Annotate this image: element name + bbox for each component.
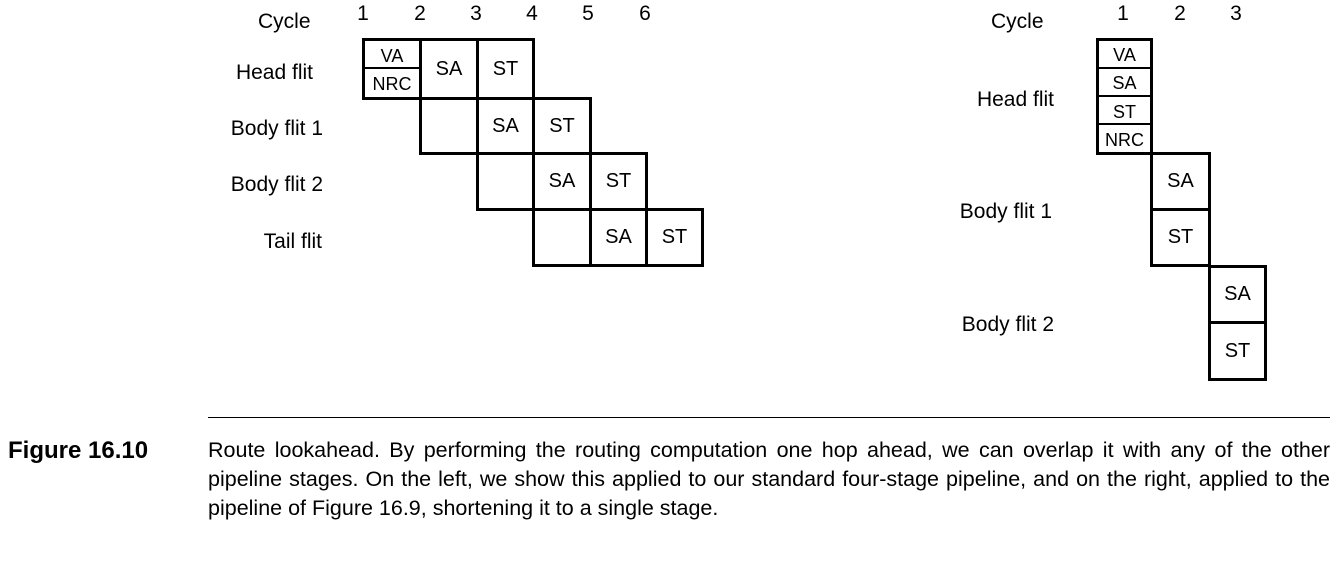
right-head-nrc: NRC (1105, 130, 1144, 150)
right-row-label-body1: Body flit 1 (959, 200, 1052, 223)
left-row-label-head: Head flit (235, 61, 313, 84)
right-head-stack (1096, 38, 1153, 155)
right-cycle-label: Cycle (991, 10, 1044, 33)
right-cycle-1: 1 (1117, 2, 1129, 25)
left-head-nrc: NRC (372, 74, 412, 94)
left-cycle-5: 5 (582, 2, 594, 25)
left-tail-st: ST (645, 208, 704, 267)
right-head-sa: SA (1112, 73, 1137, 93)
right-body1-sa: SA (1150, 152, 1211, 211)
right-body2-sa: SA (1208, 265, 1267, 324)
left-cycle-2: 2 (414, 2, 426, 25)
left-body1-st: ST (532, 97, 592, 155)
caption-rule (208, 417, 1330, 418)
left-body2-sa: SA (532, 152, 592, 211)
right-body1-st: ST (1150, 208, 1211, 267)
right-head-divider-2 (1099, 95, 1150, 97)
left-cycle-1: 1 (357, 2, 369, 25)
right-row-label-body2: Body flit 2 (961, 313, 1054, 336)
left-head-va: VA (380, 46, 404, 66)
left-body2-st: ST (589, 152, 648, 211)
left-head-st: ST (476, 38, 535, 100)
left-row-label-body1: Body flit 1 (230, 117, 323, 140)
left-head-sa: SA (419, 38, 479, 100)
left-head-split-divider (365, 67, 419, 69)
left-tail-sa: SA (589, 208, 648, 267)
right-head-divider-1 (1099, 67, 1150, 69)
left-cycle-4: 4 (526, 2, 538, 25)
left-tail-idle (532, 208, 592, 267)
left-body2-idle (476, 152, 535, 211)
right-cycle-2: 2 (1174, 2, 1186, 25)
right-head-divider-3 (1099, 123, 1150, 125)
left-body1-sa: SA (476, 97, 535, 155)
figure-caption: Route lookahead. By performing the routi… (208, 438, 1330, 520)
right-head-va: VA (1113, 45, 1136, 65)
figure-label: Figure 16.10 (8, 437, 149, 464)
right-body2-st: ST (1208, 321, 1267, 381)
left-row-label-body2: Body flit 2 (230, 173, 323, 196)
left-cycle-3: 3 (470, 2, 482, 25)
left-cycle-6: 6 (639, 2, 651, 25)
left-row-label-tail: Tail flit (263, 230, 322, 253)
left-body1-idle (419, 97, 479, 155)
right-row-label-head: Head flit (976, 88, 1054, 111)
right-head-st: ST (1112, 102, 1136, 122)
right-cycle-3: 3 (1230, 2, 1242, 25)
left-cycle-label: Cycle (258, 10, 311, 33)
